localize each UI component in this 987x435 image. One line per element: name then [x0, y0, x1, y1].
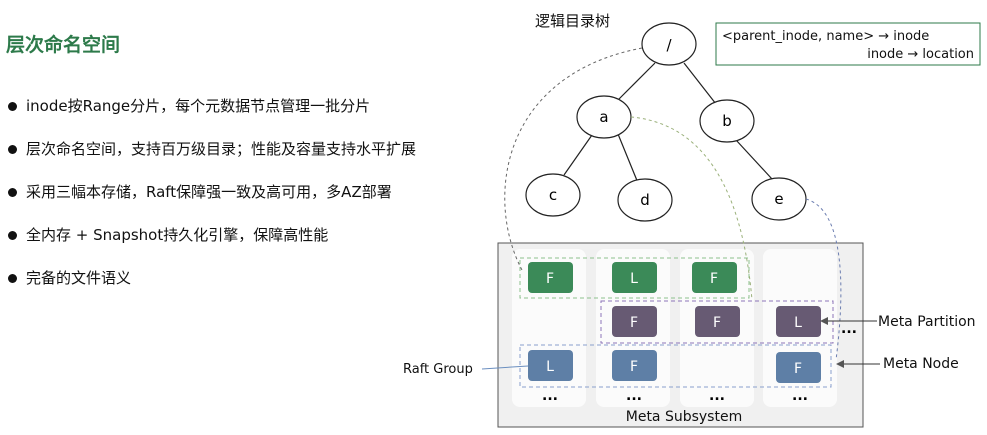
mapping-line-2: inode → location — [867, 47, 974, 62]
block-rect — [776, 352, 821, 383]
node-label: / — [666, 36, 672, 54]
tree-node-a: a — [576, 95, 632, 139]
node-label: d — [640, 191, 650, 209]
replica-block-green-leader: L — [612, 262, 657, 293]
node-ellipse — [699, 99, 755, 143]
mapping-curve-a — [630, 116, 753, 301]
mapping-line-1: <parent_inode, name> → inode — [722, 29, 929, 44]
list-item: 完备的文件语义 — [8, 267, 416, 310]
block-rect — [695, 306, 740, 337]
bullet-icon — [8, 231, 17, 240]
list-item: 全内存 + Snapshot持久化引擎，保障高性能 — [8, 224, 416, 267]
bullet-text: inode按Range分片，每个元数据节点管理一批分片 — [26, 97, 371, 115]
tree-node-c: c — [525, 173, 581, 217]
tree-label: 逻辑目录树 — [535, 12, 610, 30]
bullet-icon — [8, 145, 17, 154]
bullet-text: 完备的文件语义 — [26, 269, 132, 287]
node-label: c — [549, 186, 557, 204]
block-label: L — [546, 359, 554, 375]
block-rect — [612, 306, 657, 337]
raft-group-leader-line — [481, 365, 529, 370]
page-title: 层次命名空间 — [6, 34, 121, 56]
block-label: F — [713, 315, 721, 331]
block-rect — [528, 262, 573, 293]
node-ellipse — [617, 178, 673, 222]
edge-root-b — [683, 62, 717, 105]
mapping-box — [715, 22, 981, 66]
tree-node-e: e — [751, 177, 807, 221]
bullet-text: 层次命名空间，支持百万级目录；性能及容量支持水平扩展 — [26, 140, 417, 158]
block-label: L — [630, 271, 638, 287]
mapping-curve-e — [805, 198, 842, 361]
bullet-icon — [8, 188, 17, 197]
tree-node-b: b — [699, 99, 755, 143]
edge-a-d — [617, 133, 639, 184]
block-rect — [612, 262, 657, 293]
block-label: F — [794, 361, 802, 377]
replica-block-purple-follower: F — [612, 306, 657, 337]
node-ellipse — [525, 173, 581, 217]
ellipsis-column-3: ... — [709, 388, 725, 404]
block-label: F — [630, 359, 638, 375]
list-item: inode按Range分片，每个元数据节点管理一批分片 — [8, 95, 416, 138]
list-item: 层次命名空间，支持百万级目录；性能及容量支持水平扩展 — [8, 138, 416, 181]
raft-group-label: Raft Group — [403, 362, 473, 377]
node-label: e — [774, 190, 783, 208]
block-rect — [528, 350, 573, 381]
ellipsis-column-4: ... — [792, 388, 808, 404]
meta-subsystem-label: Meta Subsystem — [626, 409, 742, 425]
replica-block-blue-follower: F — [776, 352, 821, 383]
block-label: F — [546, 271, 554, 287]
ellipsis-column-2: ... — [626, 388, 642, 404]
list-item: 采用三幅本存储，Raft保障强一致及高可用，多AZ部署 — [8, 181, 416, 224]
replica-block-blue-follower: F — [612, 350, 657, 381]
mapping-curve-root — [504, 47, 643, 271]
edge-root-a — [617, 62, 656, 101]
meta-node-label: Meta Node — [883, 356, 959, 372]
node-label: b — [722, 112, 732, 130]
ellipsis-column-1: ... — [542, 388, 558, 404]
tree-edges — [563, 62, 773, 184]
block-rect — [776, 306, 821, 337]
edge-a-c — [563, 134, 593, 176]
feature-list: inode按Range分片，每个元数据节点管理一批分片 层次命名空间，支持百万级… — [8, 95, 416, 310]
block-rect — [692, 262, 737, 293]
replica-block-green-follower: F — [528, 262, 573, 293]
node-label: a — [599, 108, 608, 126]
block-label: L — [794, 315, 802, 331]
tree-node-d: d — [617, 178, 673, 222]
replica-block-purple-follower: F — [695, 306, 740, 337]
replica-block-blue-leader: L — [528, 350, 573, 381]
group-outline-purple — [600, 300, 834, 344]
bullet-text: 全内存 + Snapshot持久化引擎，保障高性能 — [26, 226, 329, 244]
block-label: F — [630, 315, 638, 331]
replica-block-green-follower: F — [692, 262, 737, 293]
node-ellipse — [641, 22, 697, 66]
edge-b-e — [735, 139, 773, 180]
bullet-icon — [8, 102, 17, 111]
replica-block-purple-leader: L — [776, 306, 821, 337]
bullet-text: 采用三幅本存储，Raft保障强一致及高可用，多AZ部署 — [26, 183, 392, 201]
meta-partition-label: Meta Partition — [878, 314, 976, 330]
bullet-icon — [8, 274, 17, 283]
tree-node-root: / — [641, 22, 697, 66]
group-outline-blue — [519, 344, 832, 388]
block-rect — [612, 350, 657, 381]
group-outline-green — [519, 257, 750, 299]
block-label: F — [710, 271, 718, 287]
ellipsis-row-partition: ... — [841, 321, 857, 337]
